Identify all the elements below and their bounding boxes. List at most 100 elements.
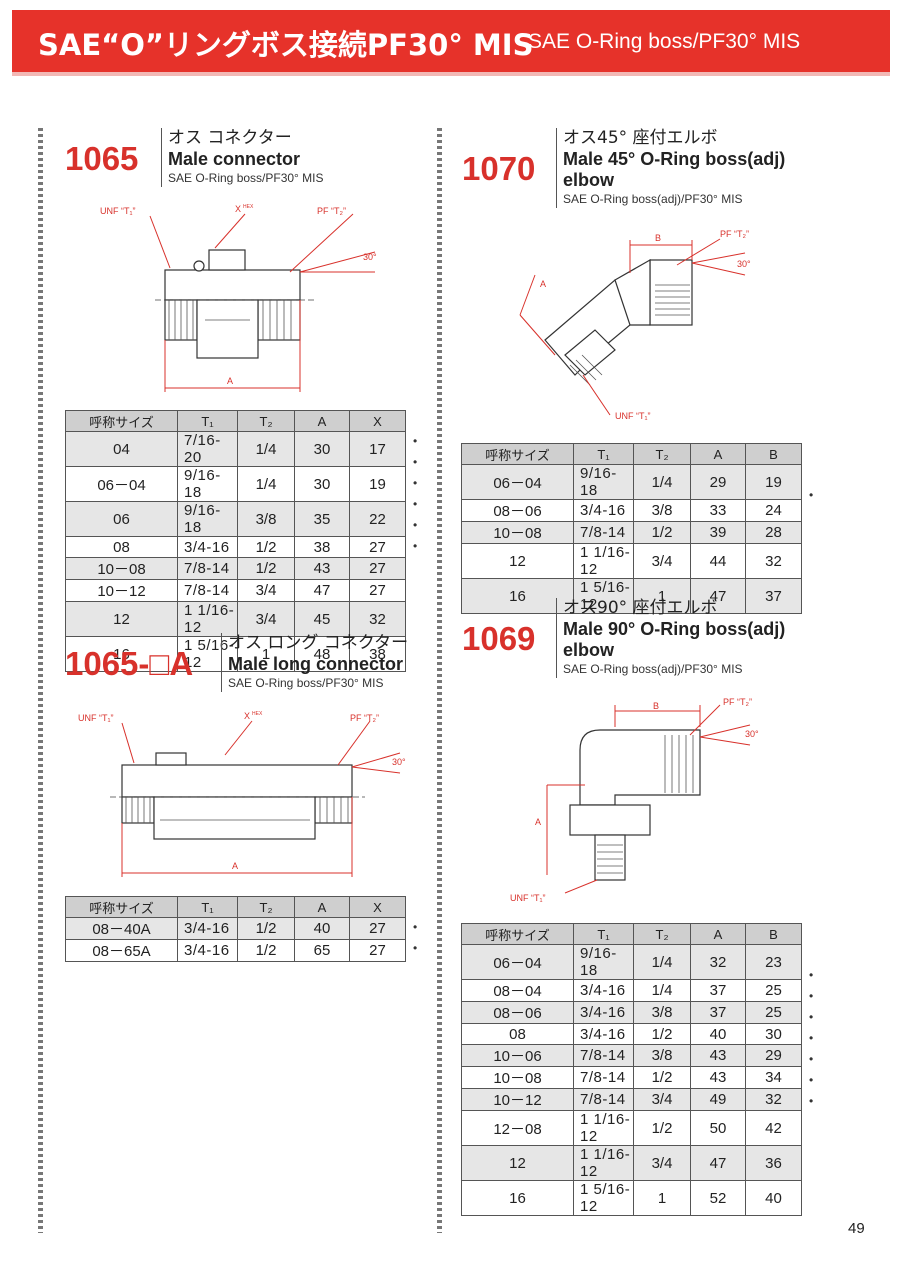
availability-mark: • <box>809 488 814 502</box>
label-unf-t1: UNF “T₁” <box>615 411 651 421</box>
label-dim-a: A <box>535 817 541 827</box>
cell-t2: 1 <box>237 636 295 672</box>
cell-t2: 3/4 <box>237 601 295 637</box>
cell-t1: 3/4-16 <box>573 1001 634 1024</box>
cell-a: 45 <box>294 601 350 637</box>
product-title-1070: オス45° 座付エルボ Male 45° O-Ring boss(adj) el… <box>556 128 785 208</box>
cell-t2: 1/2 <box>237 917 295 940</box>
product-subtitle: SAE O-Ring boss(adj)/PF30° MIS <box>563 192 743 206</box>
column-header: T₁ <box>573 443 634 465</box>
product-code-1065a: 1065-□A <box>65 645 194 682</box>
product-name-en-1: Male 45° O-Ring boss(adj) <box>563 149 786 169</box>
cell-size: 16 <box>461 1180 574 1216</box>
cell-t2: 1/2 <box>237 557 295 580</box>
center-divider-bar <box>437 128 442 1233</box>
cell-b: 28 <box>745 521 802 544</box>
cell-a: 47 <box>690 578 746 614</box>
cell-size: 08－65A <box>65 939 178 962</box>
cell-a: 32 <box>690 944 746 980</box>
cell-t2: 3/8 <box>633 1001 691 1024</box>
cell-t1: 9/16-18 <box>177 466 238 502</box>
column-header: T₁ <box>177 410 238 432</box>
cell-t1: 3/4-16 <box>573 499 634 522</box>
column-header: 呼称サイズ <box>65 410 178 432</box>
cell-x: 27 <box>349 557 406 580</box>
cell-a: 47 <box>294 579 350 602</box>
product-name-en-2: elbow <box>563 640 615 660</box>
product-name-en: Male long connector <box>228 654 404 674</box>
cell-t1: 3/4-16 <box>573 1023 634 1045</box>
availability-mark: • <box>809 968 814 982</box>
cell-a: 43 <box>294 557 350 580</box>
cell-t1: 7/16-20 <box>177 431 238 467</box>
cell-t1: 1 1/16-12 <box>573 1145 634 1181</box>
cell-t2: 3/8 <box>237 501 295 537</box>
cell-a: 44 <box>690 543 746 579</box>
cell-size: 10－08 <box>65 557 178 580</box>
column-header: B <box>745 443 802 465</box>
label-angle: 30° <box>363 252 377 262</box>
header-title-en: SAE O-Ring boss/PF30° MIS <box>528 30 801 53</box>
label-pf-t2: PF “T₂” <box>317 206 346 216</box>
cell-size: 10－12 <box>65 579 178 602</box>
cell-t2: 1/4 <box>633 979 691 1002</box>
cell-size: 08－40A <box>65 917 178 940</box>
cell-t2: 1/2 <box>633 1066 691 1089</box>
availability-mark: • <box>413 518 418 532</box>
cell-a: 30 <box>294 431 350 467</box>
cell-size: 10－08 <box>461 1066 574 1089</box>
cell-b: 19 <box>745 464 802 500</box>
availability-mark: • <box>809 1073 814 1087</box>
left-margin-bar <box>38 128 43 1233</box>
header-underline <box>12 72 890 76</box>
column-header: A <box>690 923 746 945</box>
page-header: SAE“O”リングボス接続PF30° MIS SAE O-Ring boss/P… <box>12 10 890 72</box>
label-x-hex: X <box>235 204 241 214</box>
cell-t2: 3/4 <box>633 1088 691 1111</box>
cell-size: 08－06 <box>461 1001 574 1024</box>
cell-a: 48 <box>294 636 350 672</box>
cell-a: 50 <box>690 1110 746 1146</box>
availability-mark: • <box>413 455 418 469</box>
label-dim-a: A <box>232 861 238 871</box>
cell-b: 37 <box>745 578 802 614</box>
cell-b: 30 <box>745 1023 802 1045</box>
cell-b: 25 <box>745 979 802 1002</box>
cell-size: 08 <box>461 1023 574 1045</box>
column-header: T₂ <box>633 443 691 465</box>
cell-t1: 7/8-14 <box>177 557 238 580</box>
cell-t2: 1/4 <box>237 431 295 467</box>
cell-t1: 9/16-18 <box>573 464 634 500</box>
drawing-1069: B PF “T₂” 30° A UNF “T₁” <box>510 697 759 903</box>
cell-b: 40 <box>745 1180 802 1216</box>
product-subtitle: SAE O-Ring boss(adj)/PF30° MIS <box>563 662 743 676</box>
cell-t1: 1 5/16-12 <box>177 636 238 672</box>
product-name-en-2: elbow <box>563 170 615 190</box>
product-name-jp: オス ロング コネクター <box>228 633 409 653</box>
cell-t1: 9/16-18 <box>573 944 634 980</box>
availability-mark: • <box>809 989 814 1003</box>
cell-x: 27 <box>349 939 406 962</box>
label-angle: 30° <box>737 259 751 269</box>
cell-size: 06 <box>65 501 178 537</box>
cell-size: 12 <box>65 601 178 637</box>
product-subtitle: SAE O-Ring boss/PF30° MIS <box>168 171 324 185</box>
product-name-en-1: Male 90° O-Ring boss(adj) <box>563 619 786 639</box>
cell-t1: 1 5/16-12 <box>573 578 634 614</box>
cell-size: 12 <box>461 543 574 579</box>
product-code-1069: 1069 <box>462 620 536 657</box>
availability-mark: • <box>413 497 418 511</box>
cell-a: 43 <box>690 1066 746 1089</box>
cell-size: 06－04 <box>461 464 574 500</box>
label-unf-t1: UNF “T₁” <box>100 206 136 216</box>
product-title-1065: オス コネクター Male connector SAE O-Ring boss/… <box>161 128 324 187</box>
product-name-jp: オス90° 座付エルボ <box>563 598 718 618</box>
